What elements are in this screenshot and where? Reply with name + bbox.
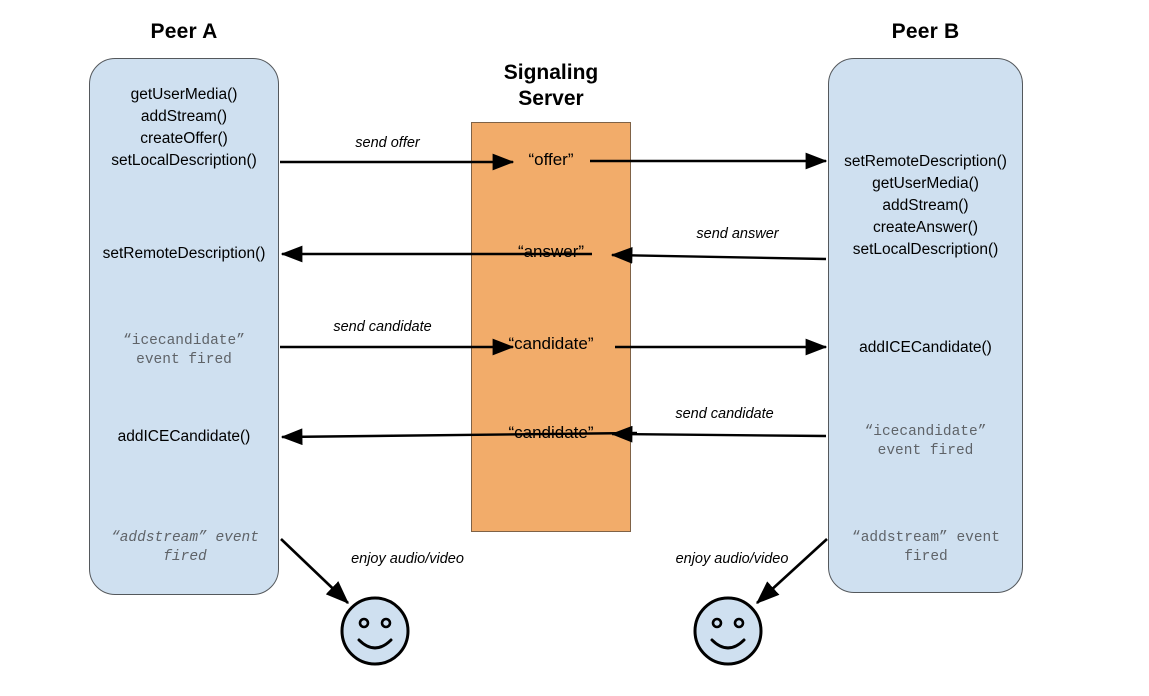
smiley-face-icon-a	[340, 596, 410, 666]
arrow-label-send-answer: send answer	[696, 226, 779, 242]
peer-a-step-4: addICECandidate()	[117, 428, 251, 445]
arrow-peer-a-to-face	[280, 538, 349, 604]
peer-a-step-1: getUserMedia() addStream() createOffer()…	[111, 86, 257, 169]
peer-a-box	[89, 58, 279, 595]
server-message-answer: “answer”	[517, 242, 585, 261]
server-message-candidate-1: “candidate”	[508, 334, 594, 353]
arrow-label-send-candidate-left: send candidate	[333, 319, 432, 335]
arrow-label-enjoy-left: enjoy audio/video	[351, 551, 464, 567]
peer-a-step-2: setRemoteDescription()	[102, 245, 266, 262]
arrow-label-send-candidate-right: send candidate	[675, 406, 774, 422]
peer-b-step-1: setRemoteDescription() getUserMedia() ad…	[844, 153, 1007, 258]
server-message-offer: “offer”	[528, 150, 574, 169]
signaling-server-box	[471, 122, 631, 532]
smiley-face-icon-b	[693, 596, 763, 666]
peer-b-step-4: “addstream” event fired	[852, 530, 1000, 565]
peer-a-step-3: “icecandidate” event fired	[123, 333, 245, 368]
arrow-peer-b-to-face	[756, 538, 828, 604]
peer-b-step-3: “icecandidate” event fired	[864, 424, 987, 459]
signaling-server-title: Signaling Server	[503, 61, 599, 110]
peer-b-step-2: addICECandidate()	[859, 339, 992, 356]
peer-b-box	[828, 58, 1023, 593]
arrow-peer-b-to-server-answer	[610, 246, 827, 264]
arrow-label-send-offer: send offer	[355, 135, 420, 151]
server-message-candidate-2: “candidate”	[508, 423, 594, 442]
peer-a-step-5: “addstream” event fired	[111, 530, 259, 565]
peer-a-title: Peer A	[150, 20, 218, 43]
peer-b-title: Peer B	[891, 20, 960, 43]
arrow-peer-b-to-server-candidate	[610, 425, 827, 443]
arrow-label-enjoy-right: enjoy audio/video	[675, 551, 789, 567]
